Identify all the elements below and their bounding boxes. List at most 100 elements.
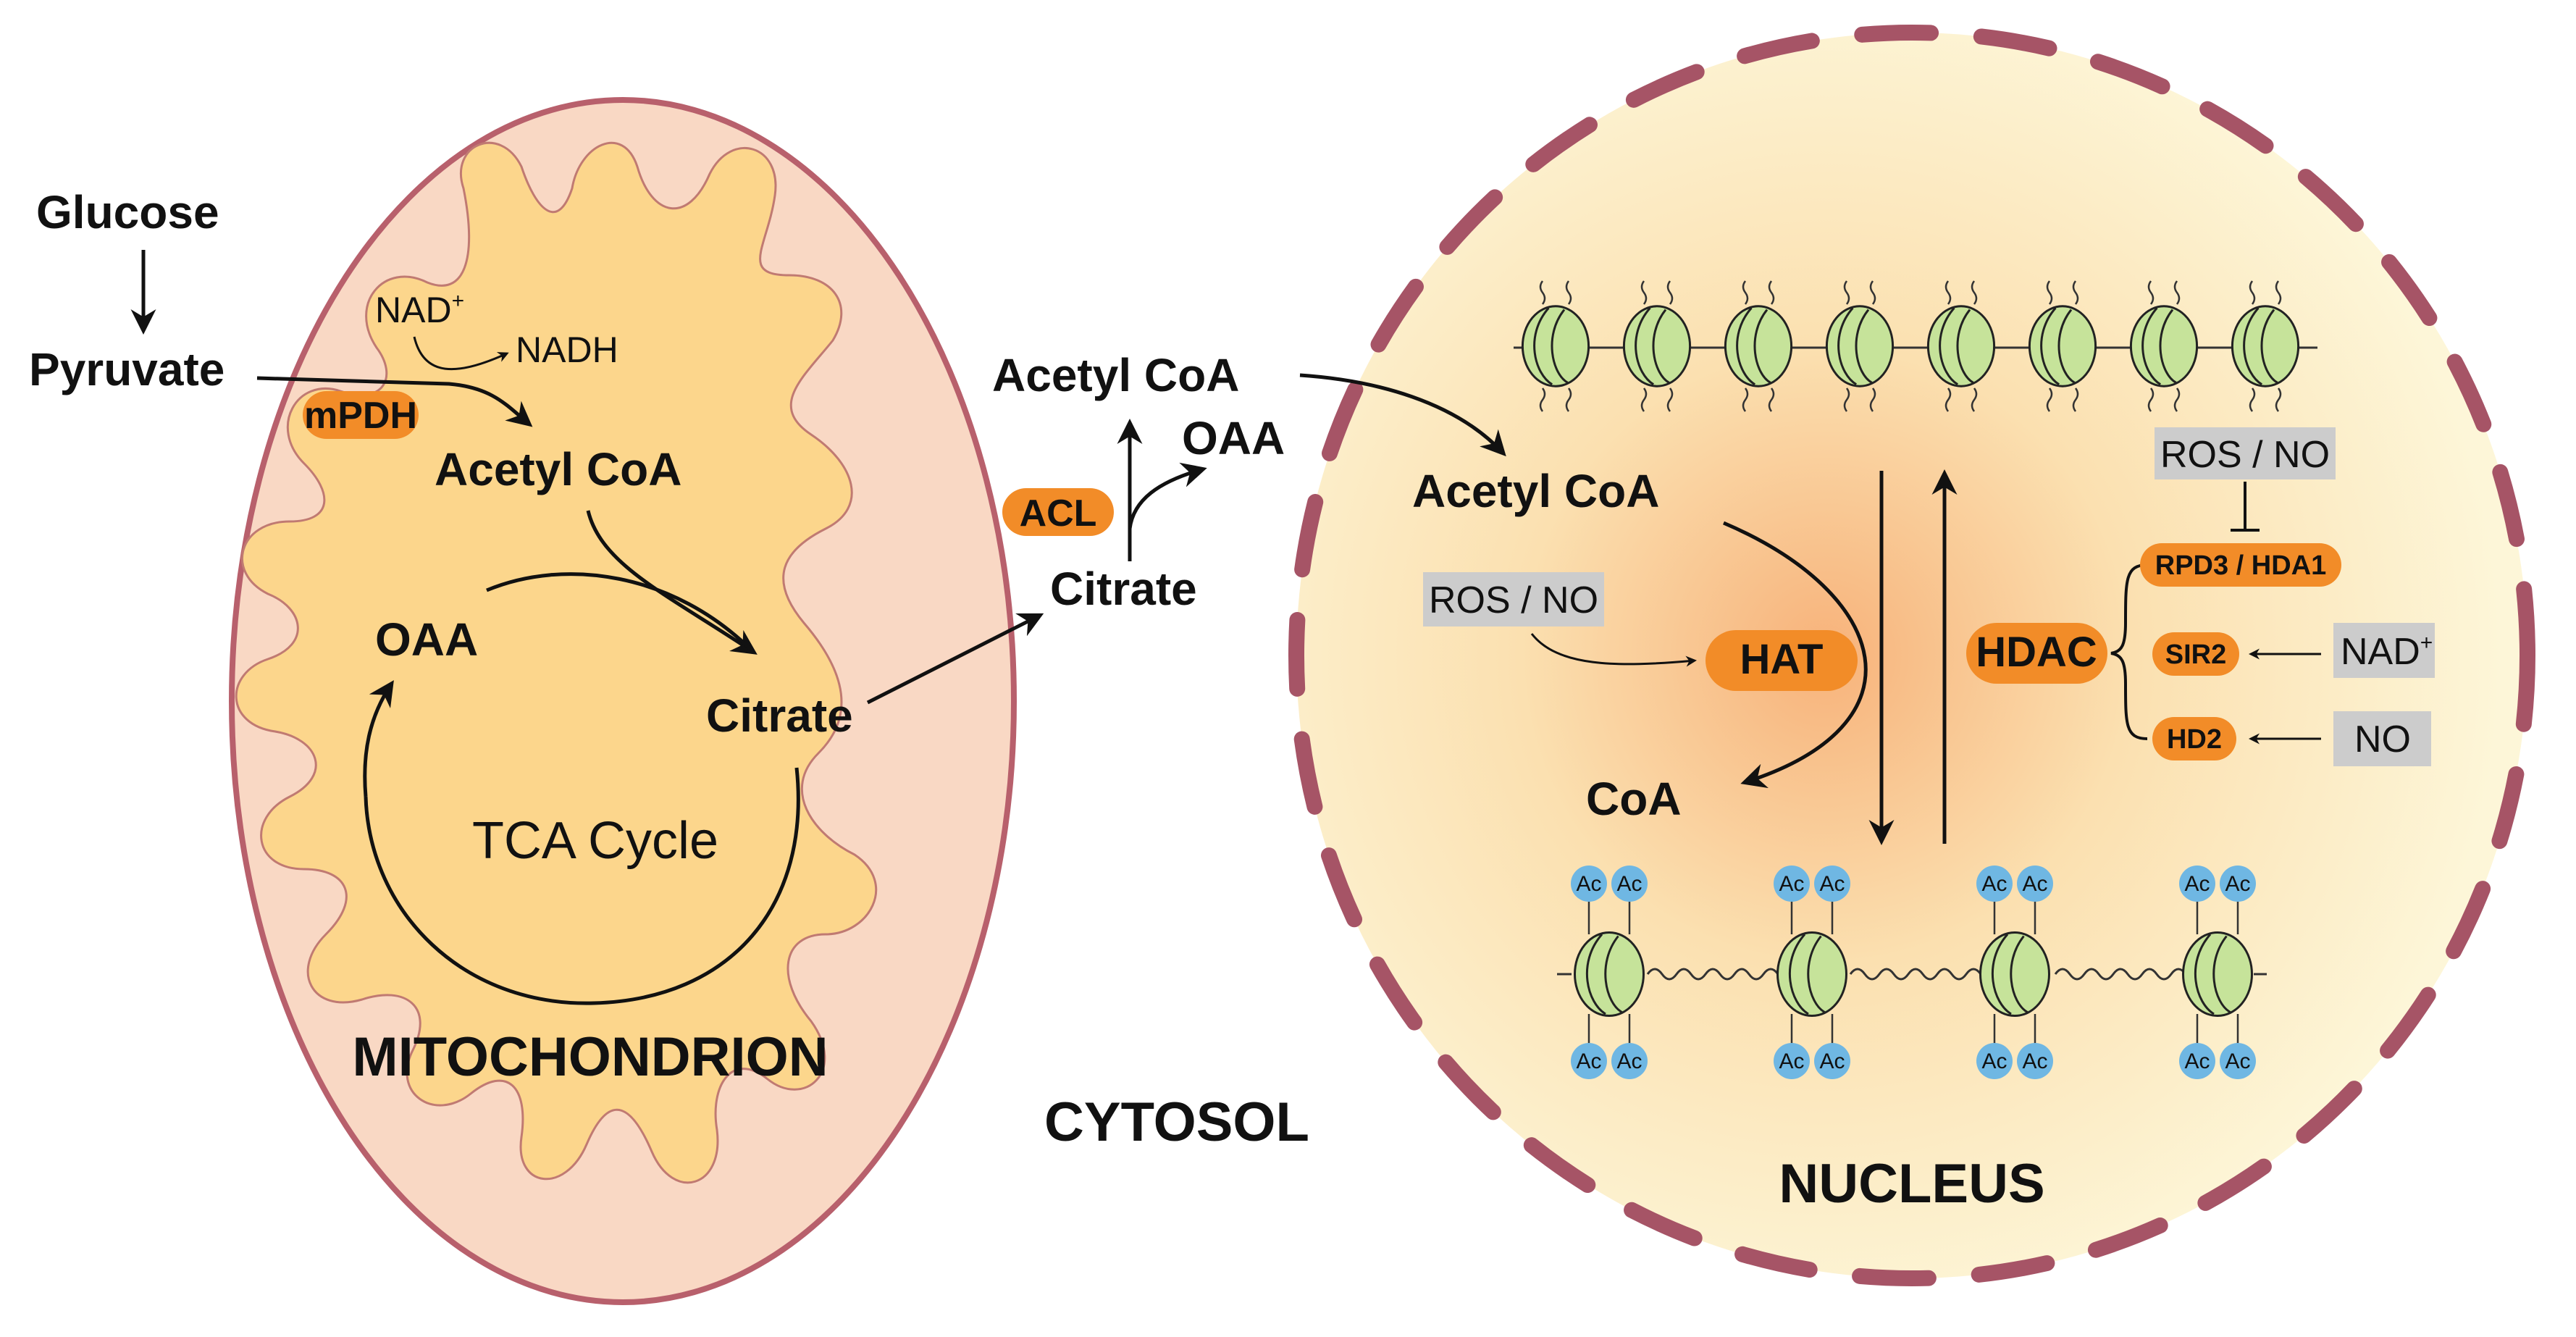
histone-tail: [2147, 280, 2155, 305]
acetyl-group: Ac: [2017, 1043, 2053, 1079]
nucleosome: [1979, 931, 2050, 1017]
histone-tail: [1843, 280, 1850, 305]
ros-no-right-box: [2155, 427, 2336, 479]
cytosol-title: CYTOSOL: [1044, 1091, 1309, 1153]
tca-arc-bottom-to-oaa: [363, 680, 394, 797]
pyruvate-label: Pyruvate: [29, 343, 225, 395]
histone-tail: [2275, 280, 2282, 305]
coa-label: CoA: [1586, 773, 1682, 825]
nucleosome: [1521, 305, 1590, 387]
histone-tail: [1971, 280, 1978, 305]
rpd3-label: RPD3 / HDA1: [2155, 550, 2327, 581]
hdac-enzyme-badge: [1966, 623, 2107, 684]
acetyl-label: Ac: [1616, 872, 1642, 896]
nadh-label: NADH: [516, 330, 618, 370]
histone-tail: [1565, 280, 1572, 305]
acl-enzyme-badge: [1002, 488, 1114, 536]
histone-tail: [1843, 387, 1850, 412]
histone-tail: [1768, 280, 1775, 305]
histone-tail: [1666, 387, 1674, 412]
mito-acetyl-coa-to-citrate-arrow: [586, 510, 758, 655]
histone-tail: [1869, 387, 1876, 412]
acetyl-label: Ac: [1981, 872, 2007, 896]
nucleosome: [1825, 305, 1895, 387]
mito-citrate-label: Citrate: [706, 690, 853, 742]
tca-arc-citrate-to-bottom: [364, 767, 800, 1005]
citrate-export-arrow: [866, 613, 1044, 705]
histone-tail: [2147, 387, 2155, 412]
histone-tail: [1869, 280, 1876, 305]
acetyl-label: Ac: [2022, 872, 2047, 896]
acetyl-group: Ac: [2179, 1043, 2215, 1079]
acetyl-label: Ac: [1819, 872, 1845, 896]
compact-chromatin: [1514, 280, 2317, 412]
nucleosome: [2182, 931, 2253, 1017]
sir2-badge: [2152, 632, 2239, 676]
sir2-label: SIR2: [2165, 640, 2226, 670]
hdac-label: HDAC: [1976, 629, 2097, 676]
hdac-family-brace: [2110, 563, 2148, 740]
histone-tail: [1539, 387, 1546, 412]
acetyl-label: Ac: [2225, 1049, 2250, 1073]
hd2-badge: [2152, 717, 2236, 760]
glucose-label: Glucose: [36, 186, 219, 238]
nucleosome: [1776, 931, 1847, 1017]
histone-tail: [1539, 280, 1546, 305]
acetyl-label: Ac: [2184, 1049, 2210, 1073]
mpdh-enzyme-badge: [303, 391, 419, 439]
mitochondrion: [229, 97, 1017, 1305]
histone-tail: [1640, 387, 1648, 412]
histone-tail: [2173, 387, 2181, 412]
acetyl-label: Ac: [1779, 872, 1804, 896]
nuc-acetyl-coa-label: Acetyl CoA: [1412, 465, 1659, 517]
histone-tail: [2173, 280, 2181, 305]
mito-acetyl-coa-label: Acetyl CoA: [435, 443, 681, 495]
histone-tail: [2249, 387, 2256, 412]
hat-reaction-arrow: [1723, 521, 1868, 789]
acetyl-group: Ac: [1611, 1043, 1648, 1079]
nucleosome: [2231, 305, 2300, 387]
acetyl-group: Ac: [1976, 866, 2013, 902]
histone-tail: [1971, 387, 1978, 412]
no-label: NO: [2354, 718, 2411, 760]
acetyl-group: Ac: [2017, 866, 2053, 902]
histone-tail: [2072, 280, 2079, 305]
acetyl-group: Ac: [1571, 866, 1607, 902]
nad-label: NAD+: [375, 289, 464, 330]
acetyl-group: Ac: [1571, 1043, 1607, 1079]
acetyl-coa-import-arrow: [1299, 373, 1506, 457]
nad-nuc-label: NAD+: [2341, 631, 2433, 673]
nucleosome: [1574, 931, 1645, 1017]
histone-tail: [1944, 280, 1952, 305]
nucleus-title: NUCLEUS: [1779, 1153, 2044, 1215]
acetyl-group: Ac: [1774, 866, 1810, 902]
histone-tail: [2249, 280, 2256, 305]
pyruvate-to-acetyl-coa-arrow: [256, 376, 533, 427]
acetyl-label: Ac: [1616, 1049, 1642, 1073]
histone-tail: [2046, 387, 2053, 412]
tca-arc-oaa-to-citrate: [486, 572, 755, 653]
nucleosome: [2129, 305, 2199, 387]
nucleosome: [1724, 305, 1793, 387]
nucleosome: [2028, 305, 2097, 387]
histone-tail: [1640, 280, 1648, 305]
acetyl-group: Ac: [1814, 866, 1850, 902]
hd2-label: HD2: [2167, 724, 2222, 755]
acetyl-label: Ac: [2225, 872, 2250, 896]
histone-tail: [1742, 280, 1749, 305]
mitochondrion-title: MITOCHONDRION: [352, 1026, 828, 1088]
nucleosome: [1622, 305, 1692, 387]
ros-no-to-hat-arrow: [1530, 633, 1697, 667]
histone-tail: [2072, 387, 2079, 412]
acetyl-group: Ac: [2220, 1043, 2256, 1079]
nad-box: [2333, 623, 2435, 678]
cyto-citrate-label: Citrate: [1050, 563, 1197, 615]
ros-no-left-label: ROS / NO: [1429, 579, 1598, 621]
nad-to-nadh-arrow: [413, 336, 509, 371]
acetyl-group: Ac: [1774, 1043, 1810, 1079]
cyto-oaa-label: OAA: [1182, 412, 1285, 464]
tca-cycle-label: TCA Cycle: [472, 812, 718, 870]
acetyl-label: Ac: [1819, 1049, 1845, 1073]
